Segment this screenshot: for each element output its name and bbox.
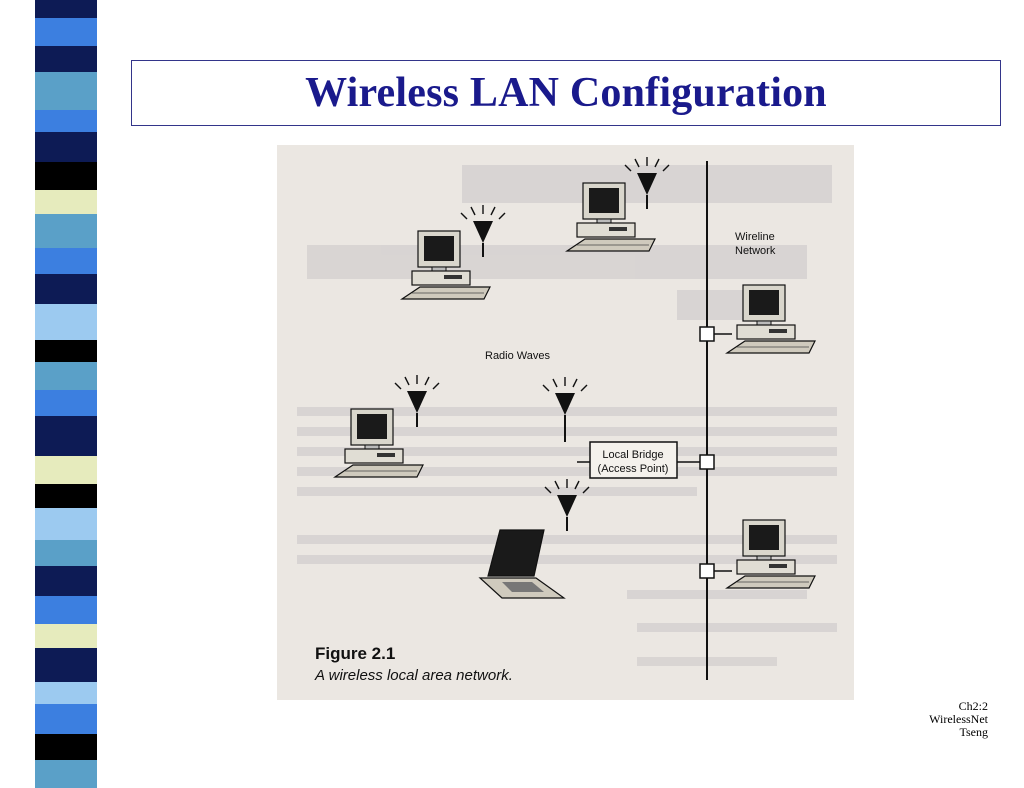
strip-segment [35, 110, 97, 132]
strip-segment [35, 18, 97, 46]
strip-segment [35, 648, 97, 682]
slide-footer: Ch2:2 WirelessNet Tseng [929, 700, 988, 739]
strip-segment [35, 682, 97, 704]
slide-title: Wireless LAN Configuration [305, 70, 827, 116]
title-box: Wireless LAN Configuration [131, 60, 1001, 126]
strip-segment [35, 340, 97, 362]
strip-segment [35, 248, 97, 274]
strip-segment [35, 390, 97, 416]
strip-segment [35, 416, 97, 456]
figure-wireless-lan-diagram: Local Bridge (Access Point) Wireline Net… [277, 145, 854, 700]
decorative-left-strip [35, 0, 97, 788]
strip-segment [35, 274, 97, 304]
wireline-label-line2: Network [735, 245, 776, 257]
footer-chapter: Ch2:2 [958, 699, 988, 713]
strip-segment [35, 624, 97, 648]
wireline-label-line1: Wireline [735, 231, 775, 243]
strip-segment [35, 456, 97, 484]
bridge-label-line1: Local Bridge [602, 449, 663, 461]
figure-number: Figure 2.1 [315, 644, 395, 663]
strip-segment [35, 72, 97, 110]
strip-segment [35, 304, 97, 340]
footer-course: WirelessNet [929, 712, 988, 726]
strip-segment [35, 540, 97, 566]
strip-segment [35, 704, 97, 734]
strip-segment [35, 162, 97, 190]
bridge-label-line2: (Access Point) [598, 463, 669, 475]
local-bridge-box [589, 441, 678, 479]
radio-waves-label: Radio Waves [485, 350, 551, 362]
footer-author: Tseng [959, 725, 989, 739]
strip-segment [35, 132, 97, 162]
strip-segment [35, 508, 97, 540]
laptop-icon [478, 529, 566, 599]
strip-segment [35, 596, 97, 624]
strip-segment [35, 760, 97, 788]
strip-segment [35, 214, 97, 248]
strip-segment [35, 190, 97, 214]
strip-segment [35, 484, 97, 508]
wireline-node [699, 563, 715, 579]
figure-caption: A wireless local area network. [314, 667, 513, 684]
strip-segment [35, 566, 97, 596]
strip-segment [35, 362, 97, 390]
strip-segment [35, 734, 97, 760]
wireline-node [699, 326, 715, 342]
strip-segment [35, 46, 97, 72]
strip-segment [35, 0, 97, 18]
wireline-node [699, 454, 715, 470]
